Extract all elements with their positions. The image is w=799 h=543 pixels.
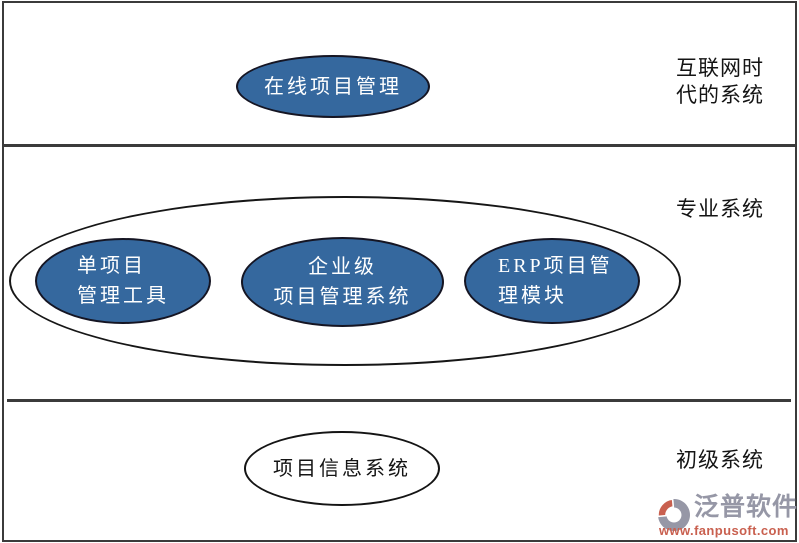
- node-label: 理模块: [498, 285, 567, 307]
- node-online-project-management: 在线项目管理: [236, 55, 430, 118]
- node-label: 管理工具: [77, 285, 169, 307]
- divider-line-top: [3, 144, 795, 147]
- node-label: 企业级: [308, 256, 377, 278]
- band-label-line: 互联网时: [676, 56, 764, 80]
- fanpu-logo-icon: [657, 498, 691, 531]
- node-label: 在线项目管理: [264, 75, 402, 98]
- node-project-information-system: 项目信息系统: [244, 431, 440, 506]
- band-label-line: 初级系统: [676, 448, 764, 472]
- fanpu-brand-text: 泛普软件: [694, 494, 799, 521]
- band-label-internet-era: 互联网时 代的系统: [676, 55, 764, 109]
- fanpu-watermark: 泛普软件 www.fanpusoft.com: [655, 494, 799, 540]
- node-erp-pm-module: ERP项目管 理模块: [464, 238, 640, 324]
- band-label-professional: 专业系统: [676, 196, 764, 223]
- node-label: 单项目: [77, 255, 146, 277]
- band-label-elementary: 初级系统: [676, 447, 764, 474]
- node-label: 项目管理系统: [273, 286, 412, 308]
- node-enterprise-pm-system: 企业级 项目管理系统: [241, 237, 444, 327]
- band-label-line: 专业系统: [676, 197, 764, 221]
- divider-line-bottom: [7, 399, 791, 402]
- fanpu-url-text: www.fanpusoft.com: [659, 523, 789, 538]
- node-label: ERP项目管: [498, 255, 613, 277]
- band-label-line: 代的系统: [676, 83, 764, 107]
- node-single-project-tool: 单项目 管理工具: [35, 238, 211, 324]
- node-label: 项目信息系统: [273, 457, 411, 480]
